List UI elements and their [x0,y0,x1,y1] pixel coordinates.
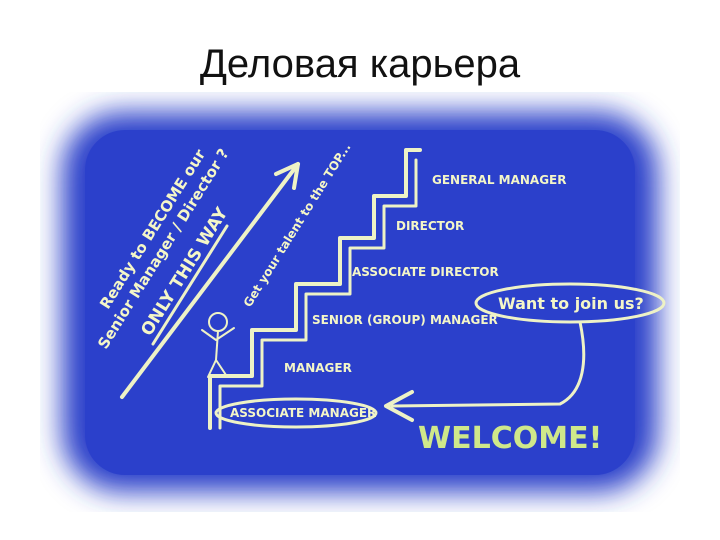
arrow-head [274,162,300,190]
stick-figure [201,312,235,378]
level-manager: MANAGER [284,361,352,375]
staircase-inner [218,158,418,430]
underline [151,224,229,346]
return-arrow [390,320,586,408]
return-arrow-head [384,390,414,422]
diagonal-arrow [120,162,300,399]
level-general-manager: GENERAL MANAGER [432,173,566,187]
join-text: Want to join us? [498,294,644,313]
chalkboard-illustration: Ready to BECOME our Senior Manager / Dir… [62,112,666,492]
level-senior-manager: SENIOR (GROUP) MANAGER [312,313,498,327]
level-associate-manager: ASSOCIATE MANAGER [230,406,376,420]
level-associate-director: ASSOCIATE DIRECTOR [352,265,499,279]
slide-title: Деловая карьера [199,42,521,86]
staircase [208,148,422,430]
associate-manager-oval [214,397,378,429]
welcome-text: WELCOME! [418,421,602,456]
join-oval [474,282,666,324]
level-director: DIRECTOR [396,219,464,233]
